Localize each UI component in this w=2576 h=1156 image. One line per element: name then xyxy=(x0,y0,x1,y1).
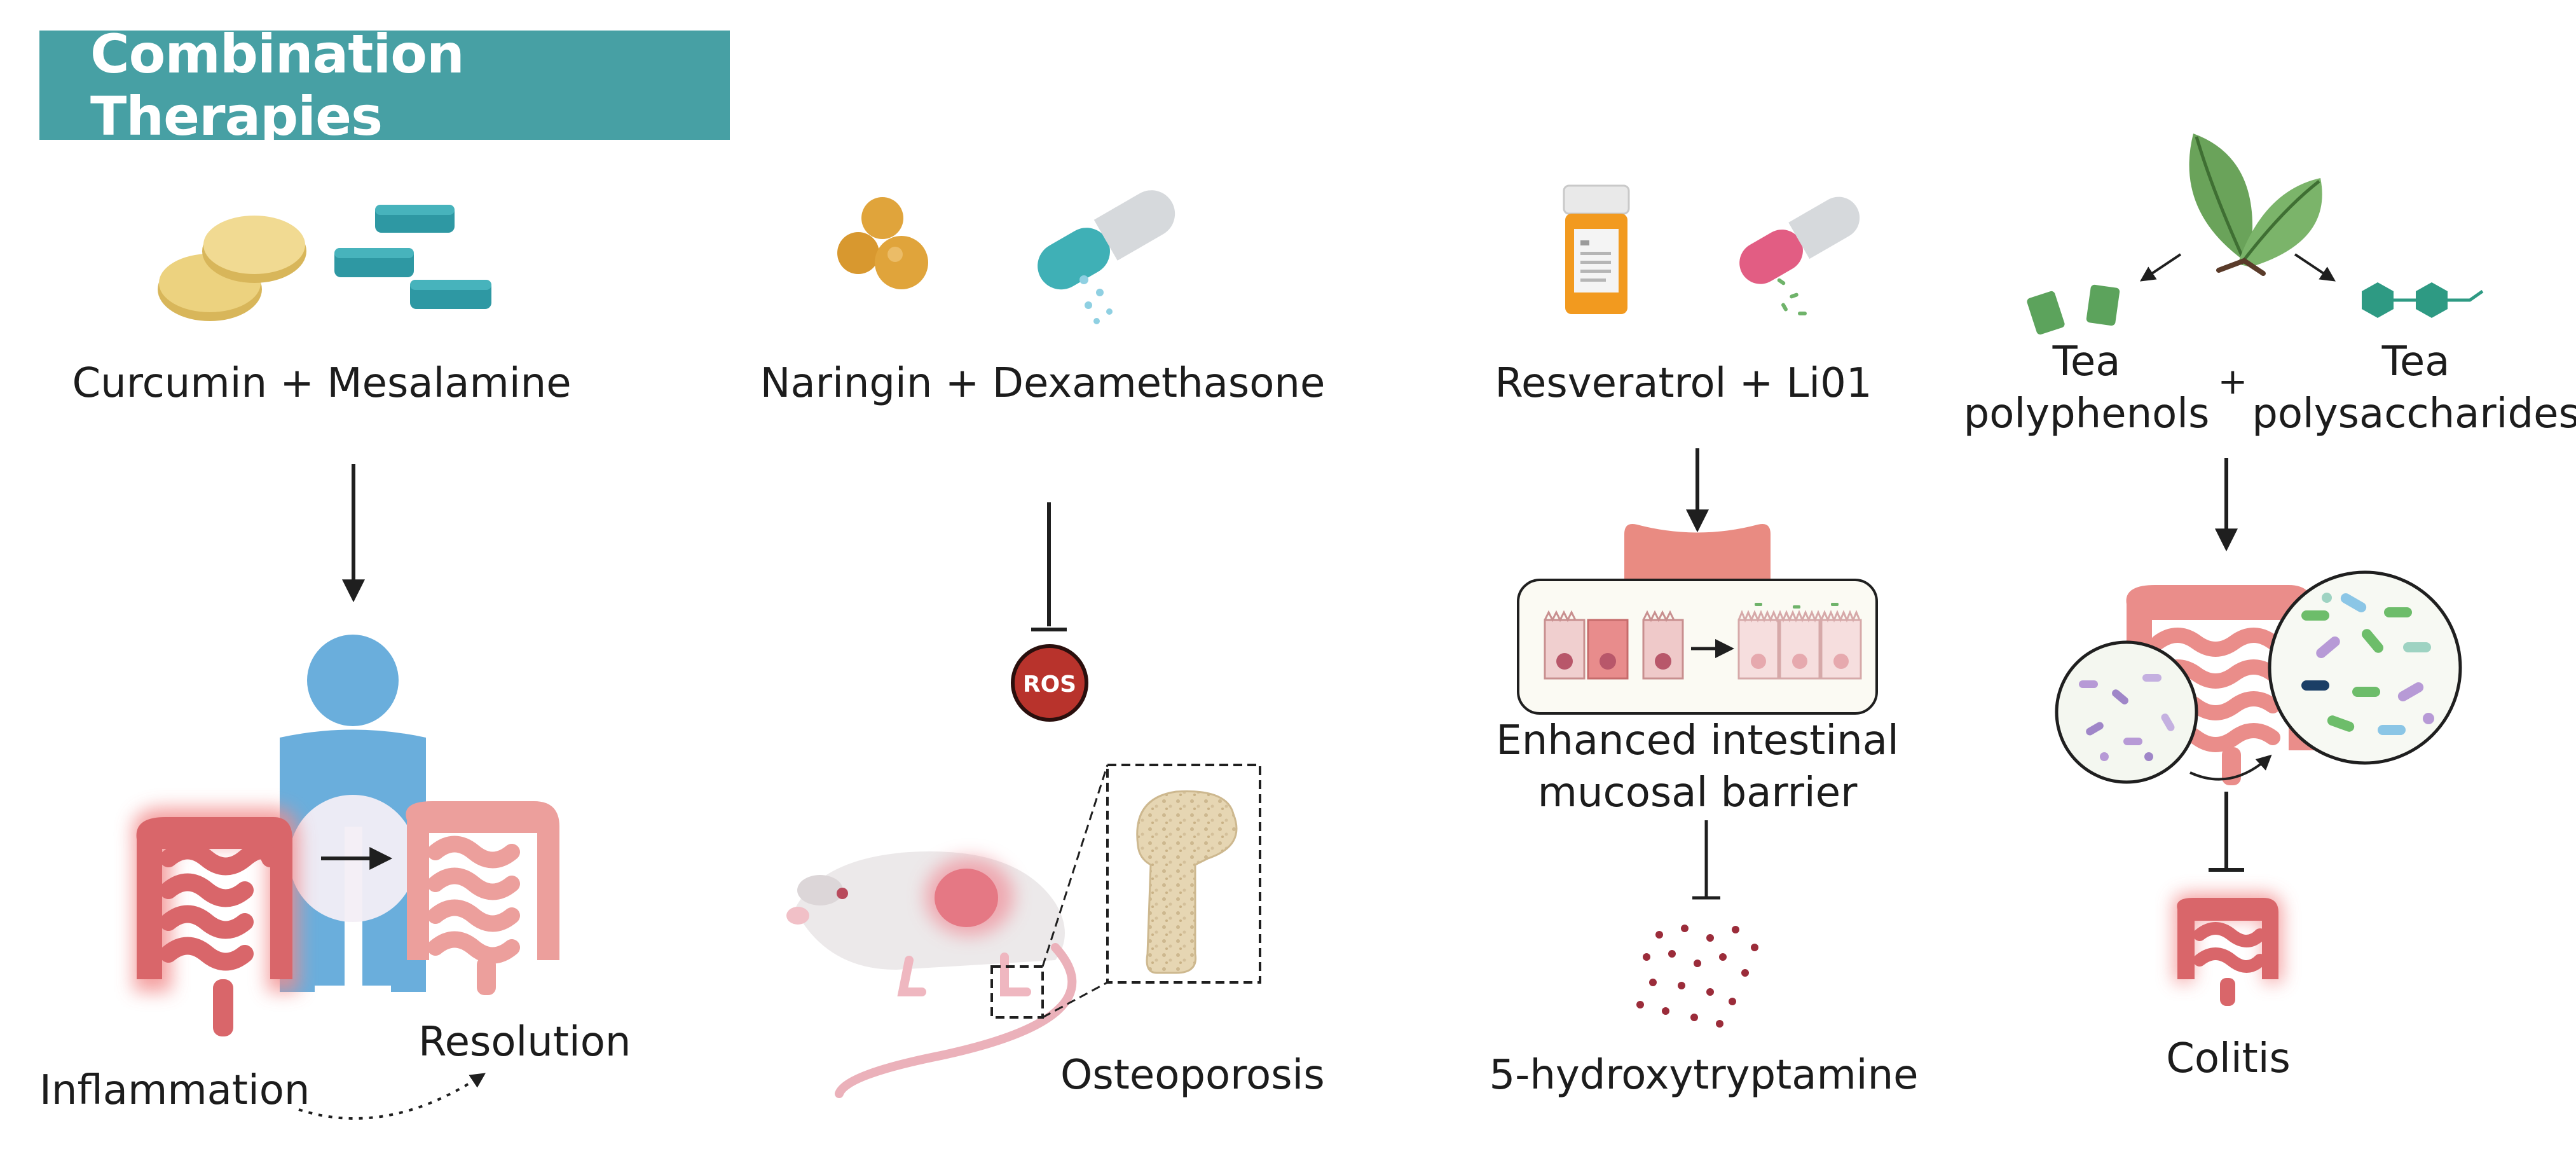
healed-intestine-icon xyxy=(406,801,559,995)
naringin-beads-icon xyxy=(837,197,928,289)
inflamed-intestine-icon xyxy=(132,808,299,1036)
bone-zoom-box xyxy=(1106,764,1261,984)
effect-label-line2: mucosal barrier xyxy=(1537,769,1858,816)
colitis-label: Colitis xyxy=(2166,1035,2291,1082)
osteoporosis-label: Osteoporosis xyxy=(1060,1052,1325,1099)
polysaccharide-chain-icon xyxy=(2362,282,2484,318)
microbiota-shift-arrow xyxy=(2189,754,2272,781)
li01-capsule-icon xyxy=(1739,196,1860,315)
inflammation-label: Inflammation xyxy=(39,1067,310,1114)
resveratrol-bottle-icon xyxy=(1563,184,1630,314)
title-banner: Combination Therapies xyxy=(39,23,730,148)
ros-circle xyxy=(1011,644,1088,722)
serotonin-particles-icon xyxy=(1636,925,1758,1028)
damaged-cells-icon xyxy=(1544,610,1684,680)
polyphenols-label-line1: Tea xyxy=(2052,338,2121,385)
rat-icon xyxy=(786,851,1077,1098)
resolution-label: Resolution xyxy=(418,1019,631,1066)
dexamethasone-capsule-icon xyxy=(1038,190,1175,324)
effect-label-line1: Enhanced intestinal xyxy=(1496,717,1899,764)
polyphenol-blocks-icon xyxy=(2027,284,2120,335)
colitis-intestine-icon xyxy=(2173,893,2282,1006)
mesalamine-tablets-icon xyxy=(334,205,491,309)
serotonin-label: 5-hydroxytryptamine xyxy=(1489,1052,1919,1099)
combination-label-3: Resveratrol + Li01 xyxy=(1495,360,1872,407)
combination-label-1: Curcumin + Mesalamine xyxy=(72,360,572,407)
polyphenols-label-line2: polyphenols xyxy=(1963,390,2210,437)
microbiota-after-circle xyxy=(2268,570,2462,765)
bone-zoom-source-box xyxy=(990,965,1044,1019)
microbiota-before-circle xyxy=(2055,640,2198,784)
arrow-to-polysaccharides xyxy=(2294,253,2336,282)
plus-sign: + xyxy=(2217,361,2248,403)
arrow-to-polyphenols xyxy=(2140,253,2182,282)
healthy-cells-icon xyxy=(1737,603,1862,680)
polysaccharides-label-line1: Tea xyxy=(2381,338,2450,385)
ros-label: ROS xyxy=(1023,671,1076,698)
bacteria-after-icon xyxy=(2301,593,2434,735)
zoom-line-top xyxy=(1041,764,1109,967)
femur-bone-icon xyxy=(1136,790,1238,974)
curcumin-coins-icon xyxy=(158,216,306,321)
bacteria-before-icon xyxy=(2079,674,2175,761)
intestine-segment-icon xyxy=(1624,524,1771,580)
inflammation-to-resolution-arrow xyxy=(298,1073,486,1120)
zoom-line-bottom xyxy=(1042,981,1108,1019)
tea-leaf-icon xyxy=(2189,134,2322,276)
combination-label-2: Naringin + Dexamethasone xyxy=(760,360,1326,407)
polysaccharides-label-line2: polysaccharides xyxy=(2252,390,2576,437)
diagram-title: Combination Therapies xyxy=(90,23,465,148)
